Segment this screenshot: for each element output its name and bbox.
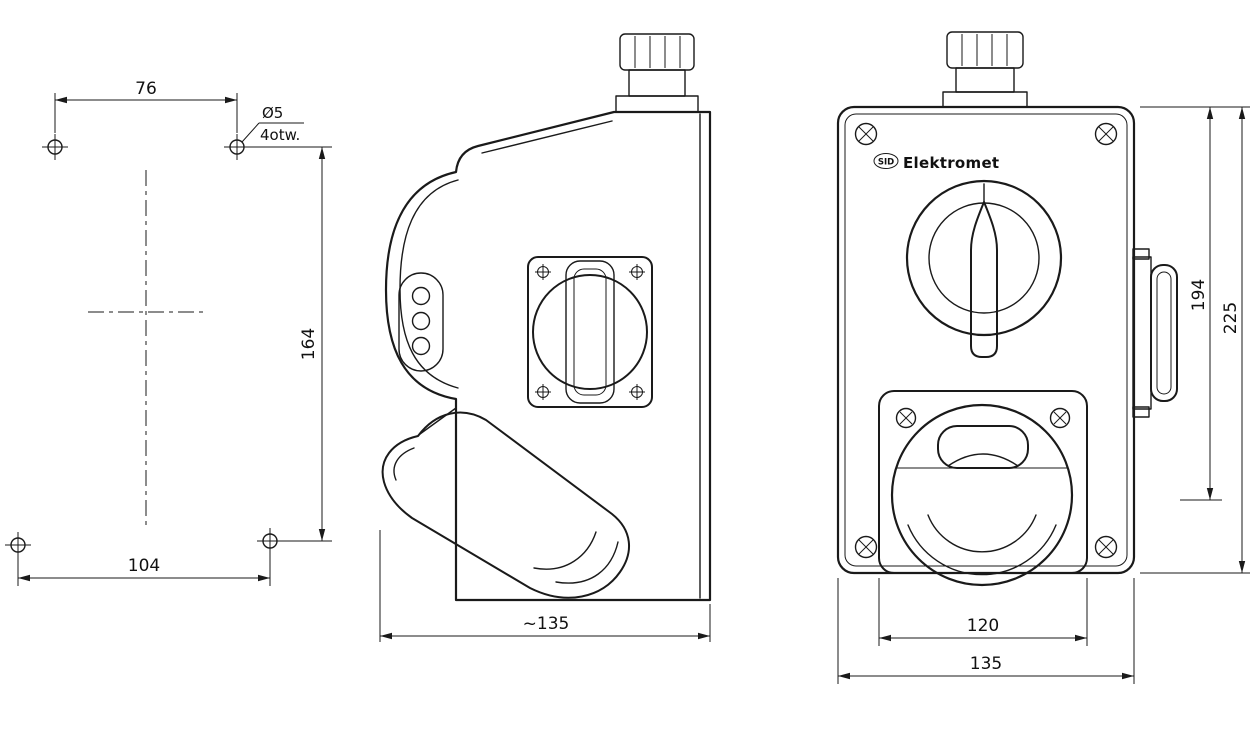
side-socket-flange bbox=[527, 256, 653, 408]
socket-flange-screws bbox=[895, 407, 1071, 429]
dimension-vertical-spacing: 164 bbox=[248, 146, 332, 542]
dimension-body-width: 135 bbox=[837, 578, 1135, 684]
screw-bottom-left bbox=[854, 535, 878, 559]
mounting-hole-pattern-view: 76 Ø5 4otw. 164 104 bbox=[5, 79, 332, 586]
cable-gland-side bbox=[615, 33, 699, 113]
switch-detent-dot bbox=[411, 311, 431, 331]
cover-screws bbox=[854, 122, 1118, 559]
brand-name: Elektromet bbox=[903, 154, 999, 172]
hole-diameter-label: Ø5 bbox=[262, 104, 283, 122]
dim-label-135: 135 bbox=[970, 654, 1002, 674]
dimension-heights: 194 225 bbox=[1140, 106, 1250, 574]
side-view: ~135 bbox=[379, 33, 712, 642]
cover-hinge-line bbox=[419, 407, 457, 435]
brand-logo: SID Elektromet bbox=[873, 153, 999, 172]
socket-flange bbox=[878, 390, 1088, 574]
switch-housing-side bbox=[398, 179, 459, 389]
dim-label-120: 120 bbox=[967, 616, 999, 636]
side-socket-body bbox=[532, 274, 648, 390]
screw-bottom-right bbox=[1094, 535, 1118, 559]
side-socket-protrusion bbox=[1132, 248, 1178, 418]
dim-label-depth: ~135 bbox=[523, 614, 570, 634]
flange-screws bbox=[535, 264, 645, 400]
cover-ridge bbox=[555, 541, 619, 584]
mounting-hole-bottom-right bbox=[257, 528, 283, 554]
side-socket-lid bbox=[1150, 264, 1178, 402]
cover-ridge bbox=[533, 531, 597, 570]
dim-label-225: 225 bbox=[1221, 302, 1241, 334]
front-socket bbox=[878, 390, 1088, 587]
dimension-socket-width: 120 bbox=[878, 578, 1088, 646]
switch-detent-dot bbox=[411, 336, 431, 356]
logo-oval-text: SID bbox=[878, 158, 894, 168]
dim-label-104: 104 bbox=[128, 556, 160, 576]
cable-gland-front bbox=[942, 31, 1028, 108]
side-socket-lid-edge bbox=[565, 260, 615, 404]
mounting-hole-top-right bbox=[224, 134, 250, 160]
rotary-switch bbox=[905, 179, 1063, 358]
enclosure-front-inner-line bbox=[844, 113, 1128, 567]
switch-knob bbox=[970, 201, 998, 358]
switch-bezel bbox=[905, 179, 1063, 337]
socket-cover-lid bbox=[890, 403, 1074, 587]
hole-count-label: 4otw. bbox=[260, 126, 300, 144]
lid-lever-curve bbox=[947, 453, 1019, 467]
enclosure-top-seam bbox=[481, 120, 613, 154]
lid-ridge bbox=[907, 524, 1057, 576]
dimension-depth: ~135 bbox=[379, 530, 711, 642]
cover-hook bbox=[393, 447, 415, 481]
socket-cover-flap bbox=[381, 411, 631, 599]
dimension-top-spacing: 76 bbox=[54, 79, 238, 133]
dim-label-194: 194 bbox=[1189, 279, 1209, 311]
lid-spring-lever bbox=[937, 425, 1029, 469]
switch-lever-slot bbox=[398, 272, 444, 372]
enclosure-front-outline bbox=[836, 105, 1136, 575]
mounting-hole-bottom-left bbox=[5, 532, 31, 558]
dimension-bottom-spacing: 104 bbox=[17, 552, 271, 586]
switch-plate bbox=[928, 202, 1040, 314]
enclosure-side-outline bbox=[384, 110, 712, 602]
dim-label-164: 164 bbox=[299, 328, 319, 360]
switch-detent-dot bbox=[411, 286, 431, 306]
front-view: SID Elektromet bbox=[836, 31, 1250, 684]
lid-ridge bbox=[927, 514, 1037, 553]
dim-label-76: 76 bbox=[135, 79, 157, 99]
screw-top-left bbox=[854, 122, 878, 146]
hole-note: Ø5 4otw. bbox=[241, 104, 304, 144]
mounting-hole-top-left bbox=[42, 134, 68, 160]
angled-socket-cover-side bbox=[381, 407, 631, 599]
screw-top-right bbox=[1094, 122, 1118, 146]
